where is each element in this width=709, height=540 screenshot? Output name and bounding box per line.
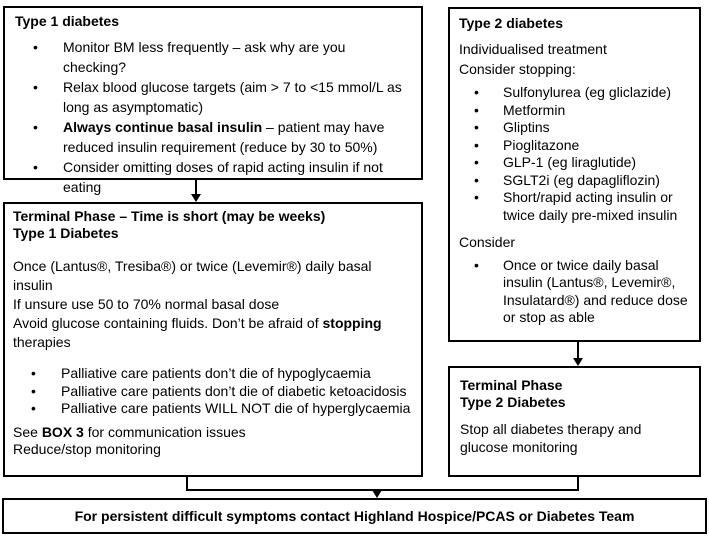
connector-terminal1-down-line <box>186 477 188 491</box>
bullet-text: Once or twice daily basal insulin (Lantu… <box>503 256 688 326</box>
terminal1-paragraph: Once (Lantus®, Tresiba®) or twice (Levem… <box>13 257 413 352</box>
footer-contact-banner: For persistent difficult symptoms contac… <box>2 498 707 534</box>
terminal2-body: Stop all diabetes therapy and glucose mo… <box>460 421 642 455</box>
bullet-item: Consider omitting doses of rapid acting … <box>15 157 411 197</box>
arrow-down-icon <box>372 490 382 498</box>
bullet-item: Sulfonylurea (eg gliclazide) <box>459 84 690 102</box>
box-terminal2-title: Terminal Phase Type 2 Diabetes <box>460 377 689 411</box>
bullet-text: Palliative care patients don’t die of hy… <box>61 365 371 381</box>
box3-reference: BOX 3 <box>41 423 84 440</box>
bullet-item: Metformin <box>459 102 690 120</box>
bullet-text: Palliative care patients don’t die of di… <box>61 382 407 399</box>
connector-merge-horizontal-line <box>186 489 579 491</box>
para-line: Once (Lantus®, Tresiba®) or twice (Levem… <box>13 258 372 293</box>
type1-bullet-list: Monitor BM less frequently – ask why are… <box>15 37 411 197</box>
connector-terminal2-down-line <box>577 477 579 491</box>
footer-contact-text: For persistent difficult symptoms contac… <box>74 508 635 524</box>
type2-consider-list: Once or twice daily basal insulin (Lantu… <box>459 257 690 327</box>
title-line: Terminal Phase – Time is short (may be w… <box>13 208 326 224</box>
box-terminal-phase-type1: Terminal Phase – Time is short (may be w… <box>3 202 423 477</box>
bullet-text: – patient may have reduced insulin requi… <box>63 119 385 155</box>
title-line: Type 1 Diabetes <box>13 225 119 241</box>
see-box3-note: See BOX 3 for communication issues <box>13 423 246 440</box>
bullet-text: Pioglitazone <box>503 136 580 153</box>
title-line: Terminal Phase <box>460 377 563 393</box>
type2-stop-list: Sulfonylurea (eg gliclazide) Metformin G… <box>459 84 690 224</box>
bullet-item: Gliptins <box>459 119 690 137</box>
intro-line: Consider stopping: <box>459 61 576 77</box>
bullet-item: Pioglitazone <box>459 137 690 155</box>
box-type2-diabetes: Type 2 diabetes Individualised treatment… <box>448 7 701 342</box>
arrow-down-icon <box>191 194 201 202</box>
title-line: Type 2 Diabetes <box>460 394 566 410</box>
box-terminal1-title: Terminal Phase – Time is short (may be w… <box>13 208 413 242</box>
bullet-text: Consider omitting doses of rapid acting … <box>63 159 383 195</box>
bullet-item: GLP-1 (eg liraglutide) <box>459 154 690 172</box>
bullet-text: Palliative care patients WILL NOT die of… <box>61 400 411 416</box>
bullet-text: SGLT2i (eg dapagliflozin) <box>503 171 660 188</box>
arrow-down-icon <box>573 358 583 366</box>
bullet-text: Short/rapid acting insulin or twice dail… <box>503 189 678 223</box>
bullet-text: GLP-1 (eg liraglutide) <box>503 154 637 170</box>
bullet-item: Relax blood glucose targets (aim > 7 to … <box>15 77 411 117</box>
terminal1-bullet-list: Palliative care patients don’t die of hy… <box>13 365 413 418</box>
bullet-text: Gliptins <box>503 119 550 135</box>
box-type2-title: Type 2 diabetes <box>459 15 564 31</box>
box-type1-title: Type 1 diabetes <box>15 13 120 29</box>
bullet-item: Palliative care patients don’t die of hy… <box>13 365 413 383</box>
connector-type2-to-terminal2-line <box>577 340 579 359</box>
bullet-item: SGLT2i (eg dapagliflozin) <box>459 172 690 190</box>
box-terminal-phase-type2: Terminal Phase Type 2 Diabetes Stop all … <box>448 366 701 477</box>
bullet-text: Monitor BM less frequently – ask why are… <box>63 39 346 75</box>
box-type1-diabetes: Type 1 diabetes Monitor BM less frequent… <box>3 6 423 195</box>
intro-line: Individualised treatment <box>459 41 607 57</box>
emphasis-text: stopping <box>322 315 382 331</box>
bullet-text-bold: Always continue basal insulin <box>63 119 263 135</box>
bullet-item: Once or twice daily basal insulin (Lantu… <box>459 257 690 327</box>
bullet-item: Palliative care patients WILL NOT die of… <box>13 400 413 418</box>
type2-intro: Individualised treatment Consider stoppi… <box>459 39 690 79</box>
bullet-text: Relax blood glucose targets (aim > 7 to … <box>63 79 402 115</box>
bullet-item: Short/rapid acting insulin or twice dail… <box>459 189 690 224</box>
bullet-item: Monitor BM less frequently – ask why are… <box>15 37 411 77</box>
bullet-item: Palliative care patients don’t die of di… <box>13 383 413 401</box>
consider-label: Consider <box>459 234 516 250</box>
para-line: Avoid glucose containing fluids. Don’t b… <box>13 315 382 350</box>
reduce-monitoring-note: Reduce/stop monitoring <box>13 441 161 457</box>
bullet-text: Metformin <box>503 101 566 118</box>
para-line: If unsure use 50 to 70% normal basal dos… <box>13 296 280 312</box>
bullet-text: Sulfonylurea (eg gliclazide) <box>503 84 672 100</box>
connector-type1-to-terminal1-line <box>195 180 197 195</box>
bullet-item: Always continue basal insulin – patient … <box>15 117 411 157</box>
